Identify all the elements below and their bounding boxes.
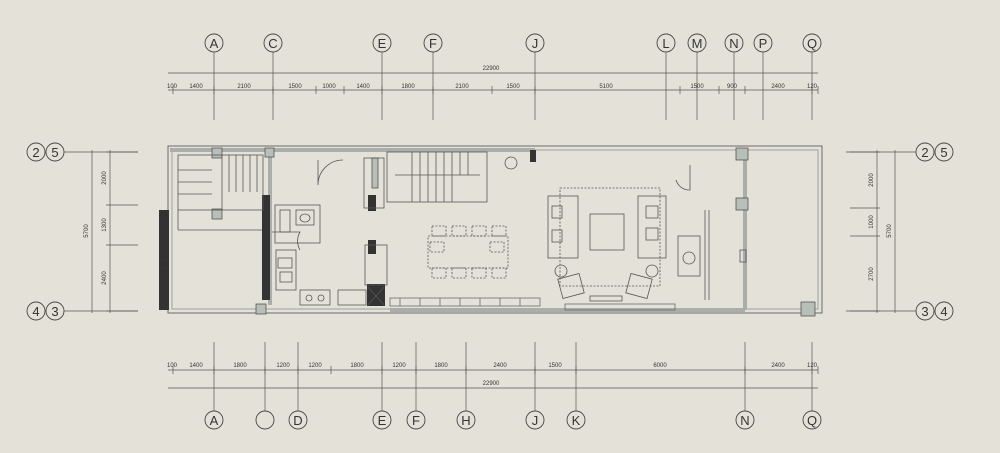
top-dimension: 1800: [401, 84, 415, 90]
kitchen: [275, 157, 388, 306]
top-axis-l: L: [662, 36, 669, 51]
right-grid-label-top-d1: 2: [921, 145, 928, 160]
right-grid-label-top-b-circle: [934, 142, 954, 162]
bottom-total-dimension: 22900: [483, 381, 500, 387]
bottom-dimension: 100: [167, 363, 178, 369]
top-total-dimension: 22900: [483, 66, 500, 72]
bottom-axis-e: E: [378, 413, 387, 428]
staircase-center: [386, 151, 488, 203]
right-grid-label-bottom-d1: 3: [921, 304, 928, 319]
top-dimension: 2100: [237, 84, 251, 90]
bottom-dimension: 1200: [276, 363, 290, 369]
living-room: [504, 156, 667, 302]
top-dimension: 900: [727, 84, 738, 90]
bottom-axis-q: Q: [807, 413, 817, 428]
bottom-dimension: 120: [807, 363, 818, 369]
top-axis-m: M: [692, 36, 703, 51]
bottom-dimension: 1200: [392, 363, 406, 369]
left-dimension: 2400: [102, 271, 108, 285]
top-dimension: 1500: [506, 84, 520, 90]
top-dimension: 1500: [690, 84, 704, 90]
top-axis-e: E: [378, 36, 387, 51]
top-axis-a: A: [210, 36, 219, 51]
right-total-dimension: 5700: [887, 224, 893, 238]
bottom-dimension: 1200: [308, 363, 322, 369]
top-dimension: 120: [807, 84, 818, 90]
left-grid-label-bottom-circle: [26, 301, 46, 321]
bathroom: [272, 159, 344, 251]
top-dimension: 2100: [455, 84, 469, 90]
top-dimension: 2400: [771, 84, 785, 90]
right-dimension: 2700: [869, 267, 875, 281]
left-total-dimension: 5700: [84, 224, 90, 238]
top-axis-f: F: [429, 36, 437, 51]
bottom-dimension: 2400: [493, 363, 507, 369]
bottom-dimension: 1500: [548, 363, 562, 369]
bottom-dimension: 1800: [350, 363, 364, 369]
left-dimension: 1300: [102, 218, 108, 232]
top-axis-j: J: [532, 36, 539, 51]
dining-table: [427, 225, 509, 279]
bottom-axis-k: K: [572, 413, 581, 428]
bottom-axis-f: F: [412, 413, 420, 428]
bottom-axis-b-circle: [255, 410, 275, 430]
top-axis-c: C: [268, 36, 277, 51]
top-dimension: 1500: [288, 84, 302, 90]
bottom-axis-n: N: [740, 413, 749, 428]
left-grid-label-top-d1: 2: [32, 145, 39, 160]
left-grid-label-top-circle: [26, 142, 46, 162]
left-grid-label-bottom-d1: 4: [32, 304, 39, 319]
window-strip: [389, 297, 676, 311]
top-dimension: 1400: [189, 84, 203, 90]
bottom-dimension: 6000: [653, 363, 667, 369]
right-dimension: 1000: [869, 215, 875, 229]
bottom-dimension: 1800: [233, 363, 247, 369]
side-area: [675, 165, 747, 300]
bottom-axis-d: D: [293, 413, 302, 428]
bottom-axis-h: H: [461, 413, 470, 428]
bottom-dimension: 2400: [771, 363, 785, 369]
bottom-axis-j: J: [532, 413, 539, 428]
bottom-axis-a: A: [210, 413, 219, 428]
top-dimension: 1000: [322, 84, 336, 90]
top-axis-q: Q: [807, 36, 817, 51]
right-grid-label-bottom-b-circle: [934, 301, 954, 321]
left-grid-label-top-d2: 5: [51, 145, 58, 160]
right-grid-label-bottom-d2: 4: [940, 304, 947, 319]
left-dimension: 2000: [102, 171, 108, 185]
columns: [211, 147, 816, 317]
bottom-dimension: 1800: [434, 363, 448, 369]
top-dimension: 5100: [599, 84, 613, 90]
top-dimension: 100: [167, 84, 178, 90]
right-dimension: 2000: [869, 173, 875, 187]
top-dimension: 1400: [356, 84, 370, 90]
left-grid-label-bottom-d2: 3: [51, 304, 58, 319]
right-grid-label-top-d2: 5: [940, 145, 947, 160]
hatched-wall-left: [159, 214, 169, 300]
top-axis-n: N: [729, 36, 738, 51]
staircase-left: [177, 154, 264, 231]
top-axis-p: P: [759, 36, 768, 51]
bottom-dimension: 1400: [189, 363, 203, 369]
